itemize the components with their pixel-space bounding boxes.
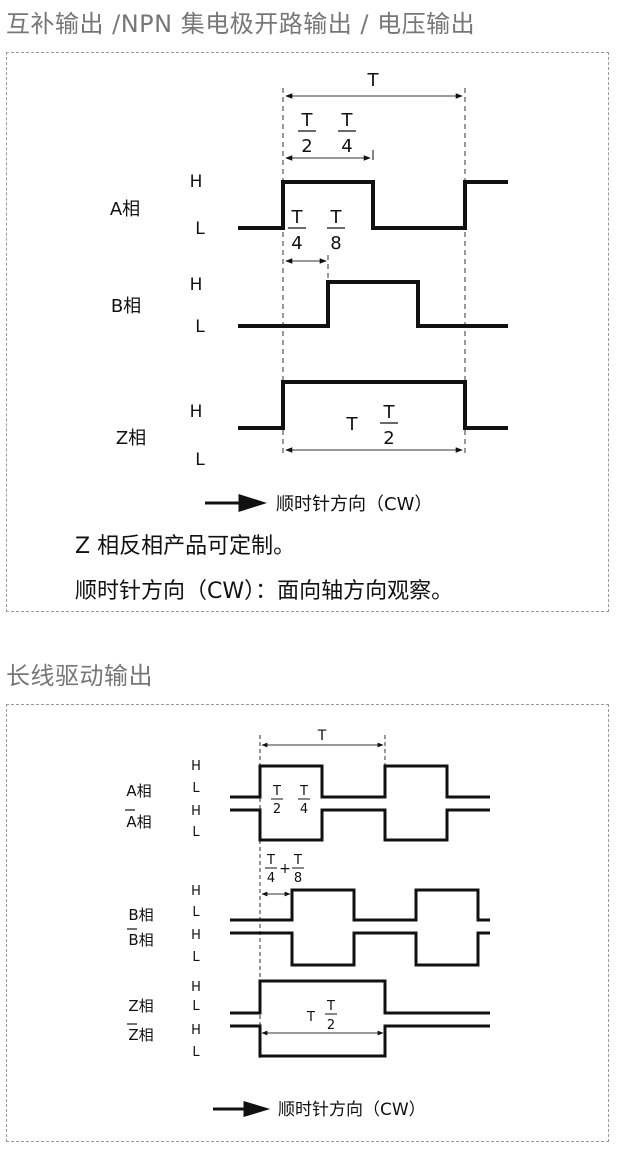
row-zbar-high: H [191, 1023, 201, 1038]
section2-box [6, 704, 609, 1142]
row-b-waveform [238, 280, 508, 328]
frac-half-den: 2 [273, 802, 281, 817]
z-frac-num: T [383, 402, 396, 423]
row-z-label: Z相 [128, 997, 153, 1015]
direction-label: 顺时针方向（CW） [276, 494, 432, 515]
frac-eighth-num: T [330, 207, 343, 228]
note-cw-definition: 顺时针方向（CW）：面向轴方向观察。 [75, 579, 454, 604]
section1-title: 互补输出 /NPN 集电极开路输出 / 电压输出 [6, 10, 476, 38]
row-abar-waveform [230, 808, 490, 842]
row-abar-low: L [192, 825, 200, 840]
row-abar-high: H [191, 804, 201, 819]
note-custom-z: Z 相反相产品可定制。 [75, 534, 296, 559]
frac-eighth-den: 8 [330, 233, 341, 254]
z-frac-den: 2 [327, 1018, 335, 1033]
row-z-high: H [190, 402, 203, 422]
row-z-low: L [195, 450, 205, 470]
row-b-high: H [190, 275, 203, 295]
row-b-low: L [192, 905, 200, 920]
row-bbar-high: H [191, 928, 201, 943]
frac-half-den: 2 [301, 136, 312, 157]
row-z-bar-label: Z相 [128, 1026, 153, 1044]
row-zbar-waveform [230, 1024, 490, 1058]
frac-quarter2-num: T [266, 853, 275, 868]
row-a-high: H [190, 172, 203, 192]
row-a-waveform [238, 180, 508, 230]
frac-eighth-den: 8 [294, 871, 302, 886]
direction-arrow-icon [205, 493, 267, 513]
row-zbar-low: L [192, 1045, 200, 1060]
frac-quarter-den: 4 [300, 802, 308, 817]
row-a-low: L [192, 781, 200, 796]
row-bbar-waveform [230, 931, 490, 967]
row-a-label: A相 [110, 199, 140, 220]
frac-quarter-num: T [341, 110, 354, 131]
frac-quarter-num: T [299, 784, 308, 799]
row-b-waveform [230, 888, 490, 922]
section2-title: 长线驱动输出 [6, 662, 153, 690]
row-z-low: L [192, 999, 200, 1014]
frac-quarter-den: 4 [341, 136, 352, 157]
period-label: T [367, 70, 380, 91]
row-a-waveform [230, 764, 490, 799]
row-b-low: L [195, 317, 205, 337]
row-z-label: Z相 [116, 428, 146, 449]
row-b-high: H [191, 884, 201, 899]
row-a-high: H [191, 759, 201, 774]
frac-quarter2-num: T [291, 207, 304, 228]
period-label: T [317, 728, 327, 744]
row-a-low: L [195, 219, 205, 239]
section1-box [6, 52, 609, 612]
plus-sign: + [279, 861, 291, 877]
frac-half-num: T [301, 110, 314, 131]
frac-eighth-num: T [293, 853, 302, 868]
direction-arrow-icon [213, 1100, 271, 1118]
z-width-label: T [306, 1010, 315, 1025]
frac-quarter2-den: 4 [291, 233, 302, 254]
row-a-bar-label: A相 [126, 813, 151, 831]
row-b-label: B相 [128, 906, 153, 924]
section1-diagram: T T 2 T 4 A相 H L T 4 T 8 B相 H L Z相 H L T… [110, 70, 508, 515]
row-bbar-low: L [192, 950, 200, 965]
frac-quarter2-den: 4 [267, 871, 275, 886]
direction-label: 顺时针方向（CW） [278, 1100, 426, 1120]
row-a-label: A相 [126, 782, 151, 800]
z-frac-den: 2 [383, 428, 394, 449]
row-z-high: H [191, 980, 201, 995]
row-b-bar-label: B相 [128, 931, 153, 949]
frac-half-num: T [272, 784, 281, 799]
z-width-label: T [346, 414, 359, 435]
row-b-label: B相 [111, 296, 141, 317]
row-z-waveform [230, 979, 490, 1015]
z-frac-num: T [326, 999, 335, 1014]
row-z-waveform [238, 380, 508, 430]
